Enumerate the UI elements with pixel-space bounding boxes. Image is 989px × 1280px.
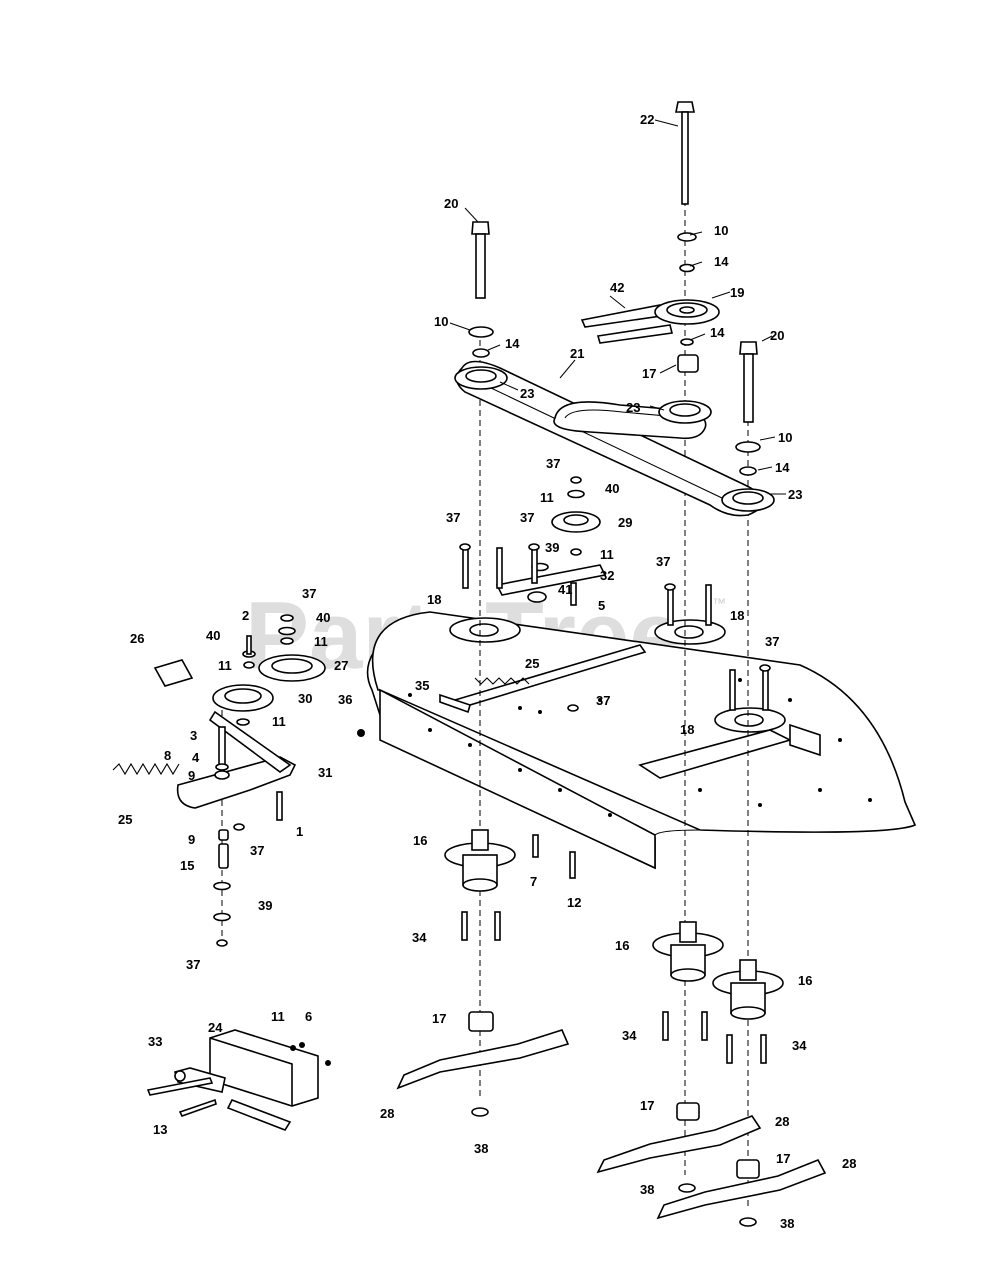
spindle-16-right — [712, 959, 784, 1020]
callout-35: 35 — [415, 678, 429, 693]
callout-38: 38 — [474, 1141, 488, 1156]
callout-34: 34 — [412, 930, 427, 945]
callout-labels: 22 10 14 19 42 14 17 20 20 10 14 21 23 2… — [118, 112, 856, 1231]
callout-23b: 23 — [626, 400, 640, 415]
callout-34c: 34 — [792, 1038, 807, 1053]
callout-34b: 34 — [622, 1028, 637, 1043]
callout-13: 13 — [153, 1122, 167, 1137]
callout-18c: 18 — [680, 722, 694, 737]
callout-26: 26 — [130, 631, 144, 646]
callout-22: 22 — [640, 112, 654, 127]
callout-17: 17 — [642, 366, 656, 381]
callout-14d: 14 — [775, 460, 790, 475]
callout-40b: 40 — [316, 610, 330, 625]
callout-37b: 37 — [446, 510, 460, 525]
callout-10c: 10 — [778, 430, 792, 445]
callout-23: 23 — [520, 386, 534, 401]
callout-11: 11 — [540, 490, 554, 505]
callout-3: 3 — [190, 728, 197, 743]
callout-9b: 9 — [188, 832, 195, 847]
callout-16c: 16 — [798, 973, 812, 988]
callout-11e: 11 — [272, 714, 286, 729]
callout-14: 14 — [714, 254, 729, 269]
callout-7: 7 — [530, 874, 537, 889]
callout-37i: 37 — [186, 957, 200, 972]
callout-40: 40 — [605, 481, 619, 496]
callout-38b: 38 — [640, 1182, 654, 1197]
callout-11f: 11 — [271, 1009, 285, 1024]
callout-6: 6 — [305, 1009, 312, 1024]
callout-20b: 20 — [444, 196, 458, 211]
callout-33: 33 — [148, 1034, 162, 1049]
callout-24: 24 — [208, 1020, 223, 1035]
callout-4: 4 — [192, 750, 200, 765]
bolt-22 — [675, 101, 695, 205]
callout-31: 31 — [318, 765, 332, 780]
callout-16: 16 — [413, 833, 427, 848]
callout-28b: 28 — [775, 1114, 789, 1129]
callout-37g: 37 — [302, 586, 316, 601]
callout-8: 8 — [164, 748, 171, 763]
callout-16b: 16 — [615, 938, 629, 953]
callout-11c: 11 — [314, 634, 328, 649]
callout-19: 19 — [730, 285, 744, 300]
callout-37e: 37 — [765, 634, 779, 649]
left-idler-assembly — [112, 614, 326, 947]
callout-37c: 37 — [520, 510, 534, 525]
callout-18b: 18 — [730, 608, 744, 623]
callout-14b: 14 — [710, 325, 725, 340]
callout-40c: 40 — [206, 628, 220, 643]
callout-38c: 38 — [780, 1216, 794, 1231]
callout-21: 21 — [570, 346, 584, 361]
callout-5: 5 — [598, 598, 605, 613]
callout-28: 28 — [380, 1106, 394, 1121]
callout-39: 39 — [545, 540, 559, 555]
callout-17d: 17 — [776, 1151, 790, 1166]
callout-28c: 28 — [842, 1156, 856, 1171]
callout-14c: 14 — [505, 336, 520, 351]
callout-23c: 23 — [788, 487, 802, 502]
callout-30: 30 — [298, 691, 312, 706]
callout-42: 42 — [610, 280, 624, 295]
carriage-bolts — [459, 543, 771, 712]
callout-10: 10 — [714, 223, 728, 238]
callout-37d: 37 — [656, 554, 670, 569]
callout-25b: 25 — [118, 812, 132, 827]
callout-12: 12 — [567, 895, 581, 910]
callout-20: 20 — [770, 328, 784, 343]
callout-9: 9 — [188, 768, 195, 783]
callout-41: 41 — [558, 582, 572, 597]
deck-shell — [366, 611, 917, 870]
callout-17c: 17 — [640, 1098, 654, 1113]
spindle-16-center — [652, 921, 724, 982]
callout-1: 1 — [296, 824, 303, 839]
callout-11d: 11 — [218, 658, 232, 673]
callout-15: 15 — [180, 858, 194, 873]
callout-39b: 39 — [258, 898, 272, 913]
leader-lines — [449, 119, 786, 495]
callout-10b: 10 — [434, 314, 448, 329]
callout-36: 36 — [338, 692, 352, 707]
spindle-16-left — [444, 829, 516, 892]
callout-29: 29 — [618, 515, 632, 530]
discharge-chute — [146, 1029, 331, 1131]
callout-17b: 17 — [432, 1011, 446, 1026]
callout-11b: 11 — [600, 547, 614, 562]
callout-25: 25 — [525, 656, 539, 671]
callout-2: 2 — [242, 608, 249, 623]
watermark-trademark: ™ — [712, 595, 726, 611]
idler-arm-42 — [580, 299, 720, 344]
callout-37f: 37 — [596, 693, 610, 708]
callout-32: 32 — [600, 568, 614, 583]
callout-18: 18 — [427, 592, 441, 607]
callout-37h: 37 — [250, 843, 264, 858]
callout-27: 27 — [334, 658, 348, 673]
callout-37: 37 — [546, 456, 560, 471]
